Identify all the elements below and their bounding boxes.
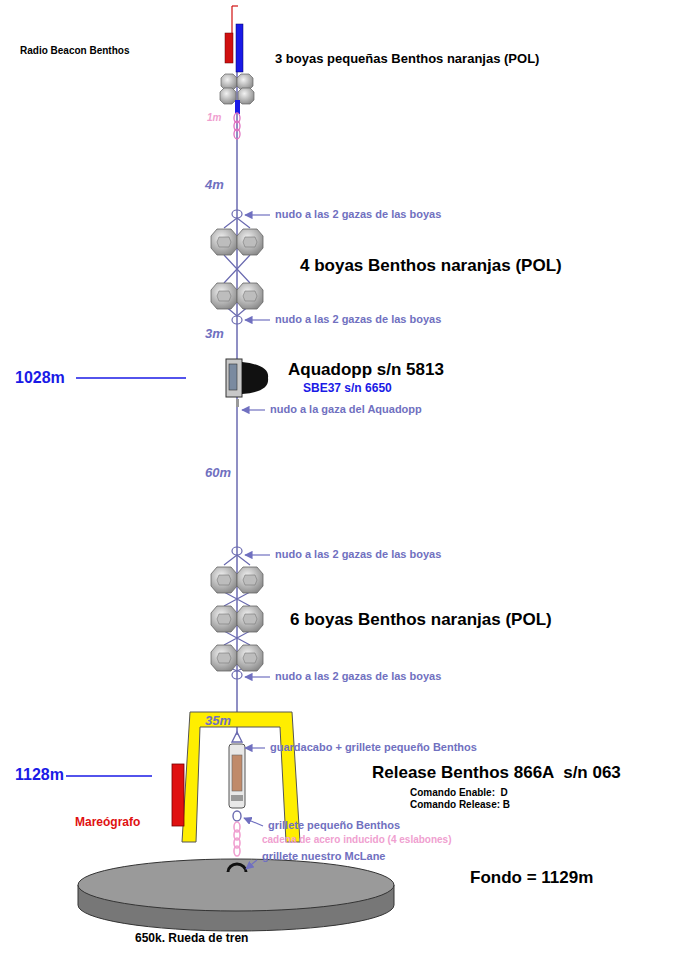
leader-note: grillete pequeño Benthos (268, 819, 400, 832)
depth-label: 1128m (15, 766, 64, 784)
anchor-label: 650k. Rueda de tren (135, 932, 248, 946)
leader-note: grillete nuestro McLane (262, 850, 385, 863)
label-text: Radio Beacon Benthos (20, 45, 129, 57)
instrument-label: SBE37 s/n 6650 (303, 382, 392, 396)
length-label: 1m (207, 112, 221, 124)
buoy-label: 6 boyas Benthos naranjas (POL) (290, 610, 552, 630)
leader-note: nudo a la gaza del Aquadopp (270, 403, 422, 416)
length-label: 4m (205, 178, 224, 193)
depth-label: 1028m (15, 369, 65, 387)
buoy-label: 3 boyas pequeñas Benthos naranjas (POL) (275, 52, 539, 67)
leader-note: nudo a las 2 gazas de las boyas (275, 208, 441, 221)
release-label: Release Benthos 866A s/n 063 (372, 763, 621, 783)
leader-note: nudo a las 2 gazas de las boyas (275, 670, 441, 683)
leader-note: nudo a las 2 gazas de las boyas (275, 313, 441, 326)
instrument-label: Mareógrafo (75, 816, 140, 830)
instrument-label: Aquadopp s/n 5813 (288, 360, 444, 380)
length-label: 60m (205, 466, 231, 481)
leader-note: cadena de acero inducido (4 eslabones) (262, 834, 452, 846)
command-label: Comando Release: B (410, 799, 510, 811)
buoy-label: 4 boyas Benthos naranjas (POL) (300, 256, 562, 276)
leader-note: guardacabo + grillete pequeño Benthos (270, 741, 477, 754)
length-label: 35m (205, 714, 231, 729)
depth-label: Fondo = 1129m (470, 868, 593, 888)
command-label: Comando Enable: D (410, 787, 508, 799)
length-label: 3m (205, 327, 224, 342)
leader-note: nudo a las 2 gazas de las boyas (275, 548, 441, 561)
